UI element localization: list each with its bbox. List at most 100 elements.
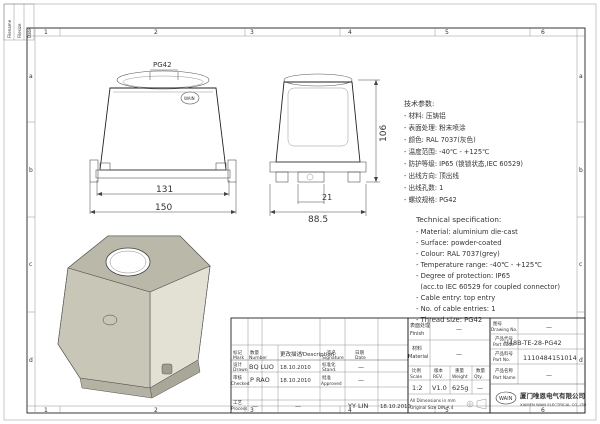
spec-cn-title: 技术参数: <box>404 99 434 108</box>
grid-col-6-b: 6 <box>541 407 545 414</box>
front-view: PG42 WAIN 131 150 <box>89 61 237 214</box>
spec-cn-line: - 表面处理: 粉末喷涂 <box>404 123 466 132</box>
dim-131: 131 <box>156 185 173 195</box>
tb-part-no-cn: 产品料号 <box>495 350 513 357</box>
grid-row-c-r: c <box>579 261 582 268</box>
tb-mark-cn: 标记 <box>233 349 242 356</box>
margin-tabs: Filename Filesize Date <box>3 3 35 41</box>
grid-col-2-b: 2 <box>154 407 158 414</box>
tb-checked-cn: 审核 <box>233 374 242 381</box>
title-block: 标记 Mark 数量 Number 更改描述 /Description 签名 S… <box>230 317 586 414</box>
tb-stand-en: Stand. <box>322 367 337 373</box>
tb-part-no-en: Part No. <box>493 357 510 363</box>
dim-21: 21 <box>322 193 332 202</box>
tb-drawn-date: 18.10.2010 <box>280 365 311 371</box>
tb-checked-name: P RAO <box>250 376 270 384</box>
spec-en-line: - Material: aluminium die-cast <box>416 228 518 236</box>
tb-stand-cn: 标准化 <box>322 361 336 368</box>
grid-row-a-r: a <box>579 73 583 80</box>
tb-material-en: Material <box>408 354 428 360</box>
tb-drawn-cn: 设计 <box>233 361 242 368</box>
tb-scale-en: Scale <box>410 374 422 380</box>
tb-rev-value: V1.0 <box>432 384 447 392</box>
company-name-en: XIAMEN WAIN ELECTRICAL CO.,LTD <box>520 402 586 407</box>
tb-weight-value: 625g <box>452 384 469 392</box>
tb-process-cn: 工艺 <box>233 400 242 406</box>
spec-en-line: - Surface: powder-coated <box>416 239 502 247</box>
tb-part-name-cn: 产品名称 <box>495 367 513 374</box>
grid-col-2: 2 <box>154 29 158 36</box>
spec-cn-line: - 材料: 压铸铝 <box>404 111 446 120</box>
dim-106: 106 <box>379 125 389 142</box>
grid-col-4-b: 4 <box>348 407 352 414</box>
tb-part-no-value: 1110484151014 <box>523 354 577 362</box>
tb-weight-cn: 重量 <box>455 367 464 374</box>
company-logo: WAIN <box>495 391 517 405</box>
spec-cn-line: - 颜色: RAL 7037(灰色) <box>404 135 476 144</box>
spec-cn-line: - 螺纹规格: PG42 <box>404 195 457 204</box>
tb-mark-en: Mark <box>233 355 244 361</box>
spec-cn-line: - 出线方向: 顶出线 <box>404 171 459 180</box>
tb-rev-cn: 版本 <box>434 367 443 374</box>
grid-col-3-b: 3 <box>250 407 254 414</box>
projection-symbol-icon <box>466 398 487 410</box>
tb-date-cn: 日期 <box>355 350 364 356</box>
spec-en-line: (acc.to IEC 60529 for coupled connector) <box>416 283 560 291</box>
dim-88-5: 88.5 <box>308 215 328 225</box>
tb-dash: — <box>358 364 364 371</box>
tb-number-en: Number <box>249 355 267 361</box>
tb-approved-cn: 批准 <box>322 374 331 381</box>
grid-row-b-r: b <box>579 167 583 174</box>
spec-cn-line: - 防护等级: IP65 (锁锁状态,IEC 60529) <box>404 159 523 168</box>
tb-approved-en: Approved <box>321 381 342 387</box>
tb-process-name: YY LIN <box>347 402 369 410</box>
tb-finish-cn: 表面处理 <box>410 322 430 329</box>
tb-drawing-no-cn: 图号 <box>493 321 502 327</box>
grid-col-1: 1 <box>44 29 48 36</box>
tb-material-value: — <box>456 351 462 358</box>
tb-part-code-value: H48B-TE-28-PG42 <box>504 339 562 347</box>
tb-part-name-en: Part Name <box>493 375 516 381</box>
grid-row-d-r: d <box>579 357 583 364</box>
tb-dash: — <box>252 403 258 410</box>
tb-sign-en: Signature <box>322 355 344 361</box>
tb-desc-cn: 更改描述 <box>280 350 303 358</box>
tb-checked-en: Checked <box>231 381 250 387</box>
grid-row-c: c <box>29 261 32 268</box>
tb-part-code-cn: 产品代号 <box>495 335 513 342</box>
grid-col-5: 5 <box>445 29 449 36</box>
tb-part-code-en: Part Code <box>493 342 514 348</box>
tb-desc-en: /Description <box>301 352 335 358</box>
tb-qty-cn: 数量 <box>476 367 485 374</box>
grid-col-1-b: 1 <box>44 407 48 414</box>
tb-material-cn: 材料 <box>412 345 422 352</box>
tb-drawn-en: Drawn <box>233 367 248 373</box>
dim-150: 150 <box>155 203 172 213</box>
tb-process-en: Process <box>231 406 248 412</box>
tb-weight-en: Weight <box>452 374 468 380</box>
tb-drawing-no-en: Drawing No. <box>491 327 517 333</box>
margin-tab-filesize: Filesize <box>17 23 22 38</box>
front-logo-text: WAIN <box>184 96 195 101</box>
tb-drawing-no-value: — <box>546 324 552 331</box>
dim-pg42-front: PG42 <box>153 61 172 69</box>
grid-row-b: b <box>29 167 33 174</box>
grid-col-5-b: 5 <box>445 407 449 414</box>
grid-col-4: 4 <box>348 29 352 36</box>
spec-en-line: - Temperature range: -40℃ - +125℃ <box>416 261 542 269</box>
side-view: 106 21 88.5 <box>269 73 389 225</box>
tb-part-name-value: — <box>546 372 552 379</box>
isometric-view <box>57 235 211 399</box>
tb-dash: — <box>358 377 364 384</box>
outer-frame <box>3 3 597 421</box>
tb-dash: — <box>295 403 301 410</box>
tb-scale-cn: 比例 <box>412 367 421 374</box>
company-name-cn: 厦门唯恩电气有限公司 <box>520 391 585 400</box>
tb-checked-date: 18.10.2010 <box>280 378 311 384</box>
tb-rev-en: REV. <box>433 374 443 380</box>
spec-en-line: - Degree of protection: IP65 <box>416 272 510 280</box>
tb-date-en: Date <box>355 355 366 361</box>
grid-row-a: a <box>29 73 33 80</box>
tb-number-cn: 数量 <box>250 349 259 356</box>
